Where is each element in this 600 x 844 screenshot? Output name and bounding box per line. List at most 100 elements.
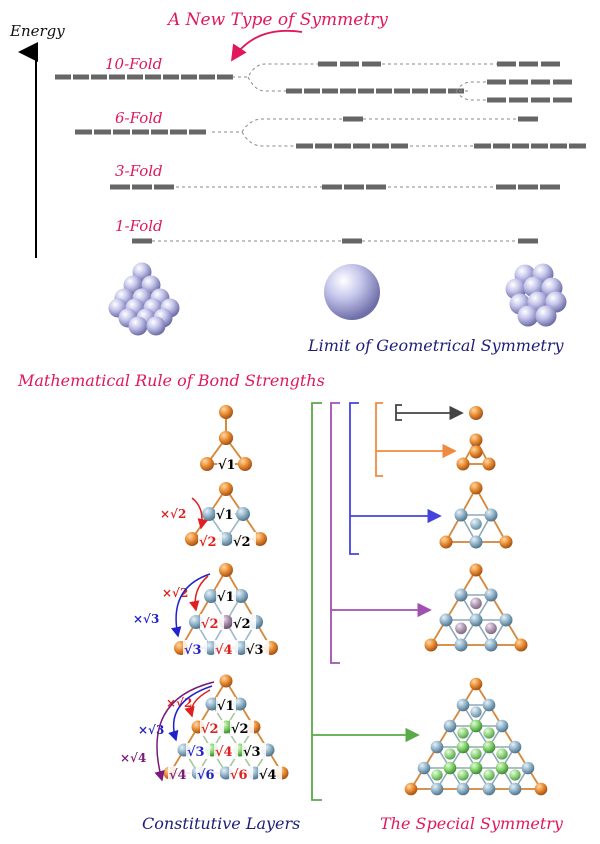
pyramid-cluster-icon [108,262,180,336]
label-bg [258,766,282,782]
atom [483,769,495,781]
root-label: √3 [184,643,202,658]
caption-constitutive-layers: Constitutive Layers [142,814,300,833]
label-bg [232,532,256,548]
atom [469,563,483,577]
atom [236,507,250,521]
atom [482,457,496,471]
level-bar-10b [358,88,374,94]
multiplier-arrow [168,685,213,742]
mapping-brackets [311,402,464,801]
label-bg [229,766,253,782]
label-bg [215,506,235,522]
label-bg [232,614,256,630]
atom [439,535,453,549]
atom [496,748,508,760]
title-arrow [231,29,303,62]
level-connector [212,118,343,133]
atom [509,769,521,781]
bracket-purple [330,402,340,664]
level-bar-10b [376,88,392,94]
atom [455,622,467,635]
level-bar-1a [342,238,362,244]
root-label: √3 [246,643,264,658]
root-label: √6 [230,768,248,783]
level-bar-6 [132,129,149,135]
label-bg [242,743,266,759]
multiplier-arrow [189,575,209,612]
label-bg [230,720,254,736]
atom [495,719,509,733]
level-bar-6 [189,129,206,135]
caption-special-symmetry: The Special Symmetry [380,814,564,833]
level-bar-10 [145,74,161,80]
atom [499,613,513,627]
atom [470,597,482,610]
atom [469,433,483,447]
atom [233,697,247,711]
bracket-green [311,402,322,801]
root-label: √4 [169,768,187,783]
level-connector [247,76,286,92]
level-connector [241,131,296,147]
level-bar-10 [181,74,197,80]
atom [219,563,233,577]
root-label: √4 [215,745,233,760]
level-bar-10d [553,79,572,85]
root-label: √2 [231,722,249,737]
atom [439,613,453,627]
cluster-atom [146,316,166,336]
level-bar-10b [394,88,410,94]
level-label-1-fold: 1-Fold [115,217,163,235]
title-new-symmetry: A New Type of Symmetry [166,10,388,30]
level-bar-10 [217,74,233,80]
label-bg [245,640,269,656]
energy-levels [55,61,586,244]
root-label: √1 [218,458,236,473]
rule-title: Mathematical Rule of Bond Strengths [17,371,325,390]
level-bar-10a [340,61,359,67]
level-bar-3b [518,184,538,190]
label-bg [183,640,207,656]
atom [482,740,496,754]
multiplier-arrow [184,689,211,718]
atom [457,727,469,739]
level-bar-10e [531,97,550,103]
root-label: √1 [217,699,235,714]
bond-strength-labels: √1√1√2√2×√2√1√2√2√3√4√3×√2×√3√1√2√2√3√4√… [120,456,282,783]
atom [457,769,469,781]
level-bar-10 [73,74,89,80]
multiplier-arrow [191,497,208,530]
level-bar-10e [553,97,572,103]
label-bg [217,456,235,472]
atom [484,588,498,602]
multiplier-label: ×√2 [162,586,188,600]
label-bg [198,532,222,548]
limit-label: Limit of Geometrical Symmetry [307,336,565,355]
level-bar-10e [487,97,506,103]
level-bar-10c [497,61,516,67]
level-bar-6d [493,143,510,149]
label-bg [200,720,224,736]
atom [219,674,233,688]
atom [219,405,233,419]
root-label: √1 [217,590,235,605]
atom [454,588,468,602]
atom [482,782,496,796]
atom [234,589,248,603]
level-bar-10 [127,74,143,80]
atom [469,406,483,420]
level-bar-10c [519,61,538,67]
label-bg [214,743,238,759]
level-bar-10b [412,88,428,94]
atom [534,782,548,796]
special-symmetry-structures [404,406,548,796]
atom [499,535,513,549]
level-connector [455,81,487,92]
level-bar-10c [541,61,560,67]
multiplier-label: ×√4 [120,751,146,765]
level-bar-3b [540,184,560,190]
level-connector [455,90,487,101]
cluster-atom [128,316,148,336]
